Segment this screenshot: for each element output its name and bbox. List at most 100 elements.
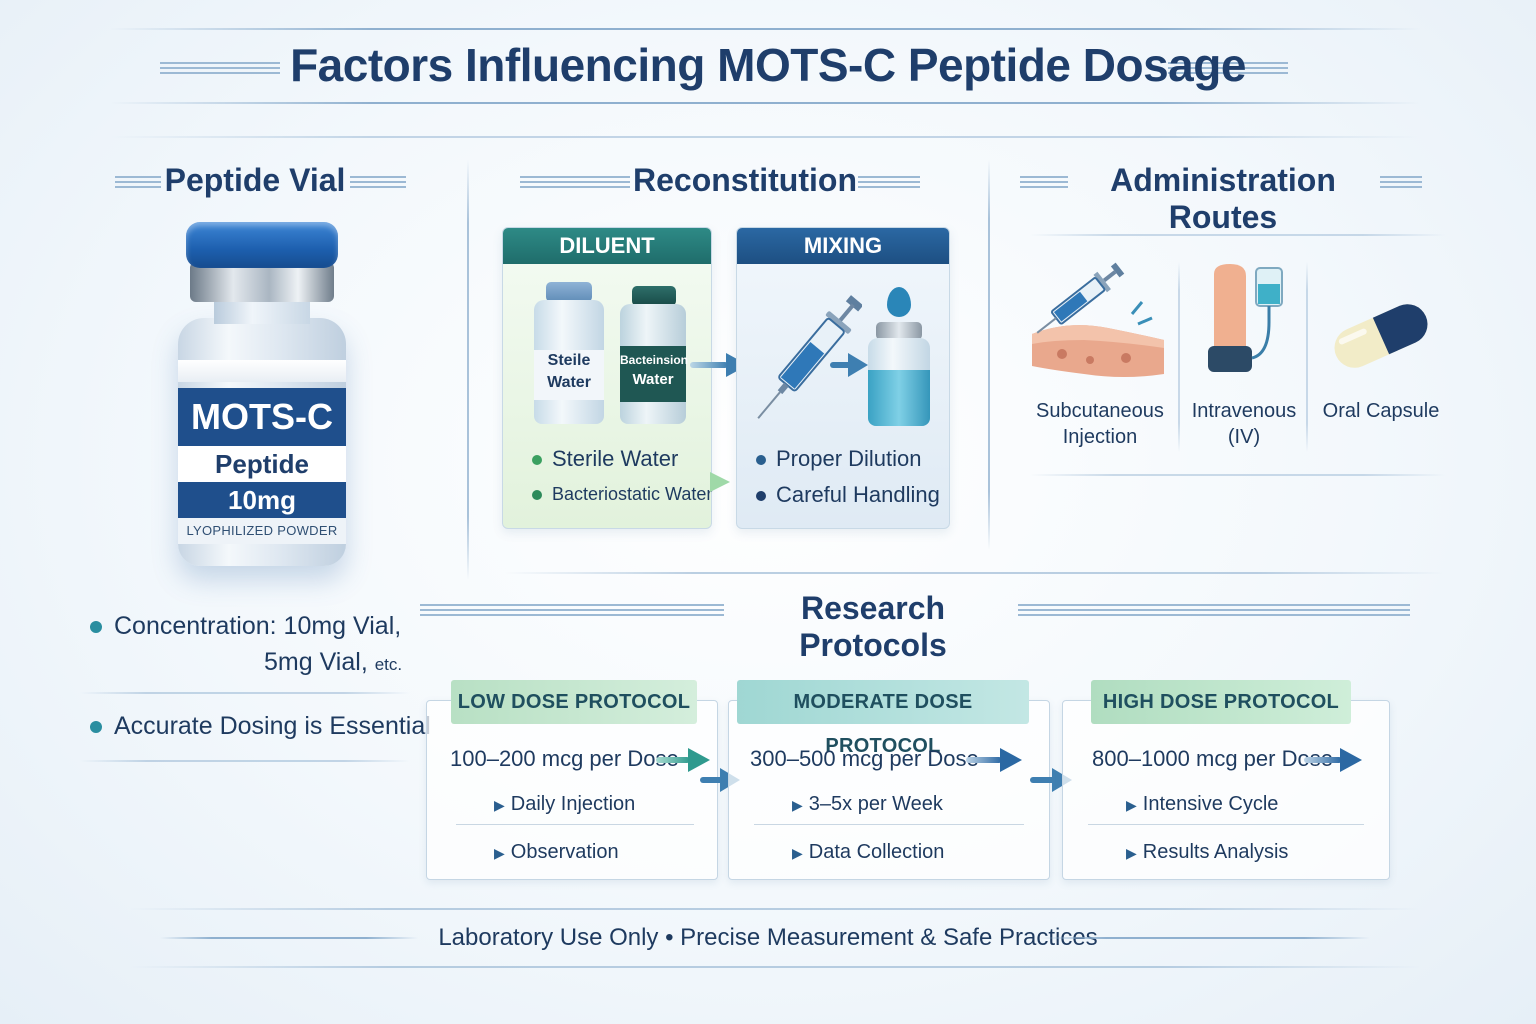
moderate-dose-tag: MODERATE DOSE PROTOCOL: [737, 680, 1029, 757]
water-drop-icon: [887, 287, 911, 317]
vial-neck: [214, 298, 310, 324]
bottle1-label-line2: Water: [547, 374, 591, 391]
accuracy-text: Accurate Dosing is Essential: [114, 712, 431, 740]
vial-title-stripes-left: [115, 176, 161, 190]
moderate-dose-item-2: ▶Data Collection: [792, 841, 945, 863]
arrow-shaft: [656, 757, 690, 763]
moderate-dose-amount: 300–500 mcg per Dose: [750, 746, 979, 771]
concentration-etc: etc.: [374, 655, 403, 674]
administration-title: Administration Routes: [1110, 162, 1336, 235]
vial-cap: [186, 222, 338, 268]
triangle-right-icon: ▶: [494, 845, 505, 861]
vial-bullets-divider-2: [80, 760, 410, 762]
bacteriostatic-bottle-label: Bacteinsion Water: [620, 346, 689, 402]
mixing-item-2: Careful Handling: [756, 482, 940, 508]
subcutaneous-injection-icon: [1032, 262, 1164, 377]
item-separator: [1088, 824, 1364, 825]
arrow-shaft: [1304, 757, 1342, 763]
vial-bullets-divider: [80, 692, 410, 694]
footer-bottom-rule: [130, 966, 1420, 968]
recon-title-stripes-right: [858, 176, 920, 190]
footer-top-rule: [130, 908, 1420, 910]
header-divider: [110, 136, 1420, 138]
title-top-rule: [110, 28, 1420, 30]
vial-powder: [178, 360, 346, 382]
research-protocols-title: Research Protocols: [799, 590, 947, 663]
arrow-right-icon: [688, 748, 710, 772]
triangle-right-icon: ▶: [1126, 845, 1137, 861]
admin-bottom-rule: [1030, 474, 1446, 476]
arrow-shaft: [690, 362, 728, 368]
recon-title-stripes-left: [520, 176, 630, 190]
bullet-dot: [90, 721, 102, 734]
footer-rule-right: [1040, 937, 1370, 939]
triangle-right-icon: ▶: [1126, 797, 1137, 813]
peptide-vial-title: Peptide Vial: [164, 162, 346, 198]
mixing-vial-liquid: [868, 370, 930, 426]
bottle1-label-line1: Steile: [547, 352, 591, 369]
mixing-item-1: Proper Dilution: [756, 446, 922, 472]
item-separator: [456, 824, 694, 825]
route-divider-2: [1306, 262, 1308, 452]
sterile-water-bottle-label: Steile Water: [534, 350, 604, 400]
sterile-water-bottle-cap: [546, 282, 592, 302]
bottle2-label-line2: Water: [632, 371, 674, 388]
reconstitution-title: Reconstitution: [633, 162, 857, 198]
arrow-right-icon: [848, 353, 868, 377]
item-separator: [754, 824, 1024, 825]
low-dose-protocol-card: [426, 700, 718, 880]
concentration-line1: Concentration: 10mg Vial,: [114, 612, 402, 640]
footer-rule-left: [160, 937, 418, 939]
arrow-right-icon: [1000, 748, 1022, 772]
high-dose-tag: HIGH DOSE PROTOCOL: [1091, 680, 1351, 724]
bullet-dot: [756, 455, 766, 466]
low-dose-item-2: ▶Observation: [494, 841, 619, 863]
low-dose-item-1: ▶Daily Injection: [494, 793, 636, 815]
research-title-stripes-left: [420, 604, 724, 618]
intravenous-iv-icon: [1208, 264, 1283, 372]
bullet-dot: [532, 490, 542, 501]
title-stripes-right: [1168, 62, 1288, 76]
research-top-rule: [505, 572, 1445, 574]
research-title-stripes-right: [1018, 604, 1410, 618]
route-intravenous-label: Intravenous (IV): [1191, 400, 1297, 448]
column-divider-1: [467, 160, 469, 580]
arrow-right-icon-small: [710, 472, 730, 492]
triangle-right-icon: ▶: [792, 845, 803, 861]
bullet-dot: [532, 455, 542, 466]
mixing-header: MIXING: [737, 228, 949, 264]
mixing-vial-cap: [876, 322, 922, 340]
admin-top-rule: [1030, 234, 1446, 236]
diluent-header: DILUENT: [503, 228, 711, 264]
arrow-right-icon: [1340, 748, 1362, 772]
vial-label-form: LYOPHILIZED POWDER: [178, 518, 346, 544]
column-divider-2: [988, 160, 990, 550]
title-bottom-rule: [110, 102, 1420, 104]
high-dose-item-1: ▶Intensive Cycle: [1126, 793, 1279, 815]
high-dose-protocol-card: [1062, 700, 1390, 880]
footer-disclaimer: Laboratory Use Only • Precise Measuremen…: [438, 924, 1098, 951]
vial-collar: [190, 262, 334, 302]
admin-title-stripes-right: [1380, 176, 1422, 190]
title-stripes-left: [160, 62, 280, 76]
bullet-dot: [90, 621, 102, 634]
admin-title-stripes-left: [1020, 176, 1068, 190]
bacteriostatic-bottle-cap: [632, 286, 676, 306]
high-dose-item-2: ▶Results Analysis: [1126, 841, 1289, 863]
diluent-item-2: Bacteriostatic Water: [532, 484, 712, 505]
concentration-bullet: Concentration: 10mg Vial,: [90, 612, 401, 641]
page-title: Factors Influencing MOTS-C Peptide Dosag…: [290, 39, 1246, 91]
oral-capsule-icon: [1334, 304, 1428, 368]
route-oral-label: Oral Capsule: [1322, 400, 1440, 422]
bottle2-label-line1: Bacteinsion: [620, 353, 689, 367]
triangle-right-icon: ▶: [494, 797, 505, 813]
vial-label-sub: Peptide: [178, 446, 346, 482]
bullet-dot: [756, 491, 766, 502]
diluent-item-1: Sterile Water: [532, 446, 678, 472]
syringe-icon: [757, 295, 862, 419]
arrow-shaft: [966, 757, 1002, 763]
moderate-dose-protocol-card: [728, 700, 1050, 880]
route-subcutaneous-label: Subcutaneous Injection: [1036, 400, 1164, 448]
moderate-dose-item-1: ▶3–5x per Week: [792, 793, 943, 815]
accuracy-bullet: Accurate Dosing is Essential: [90, 712, 431, 741]
